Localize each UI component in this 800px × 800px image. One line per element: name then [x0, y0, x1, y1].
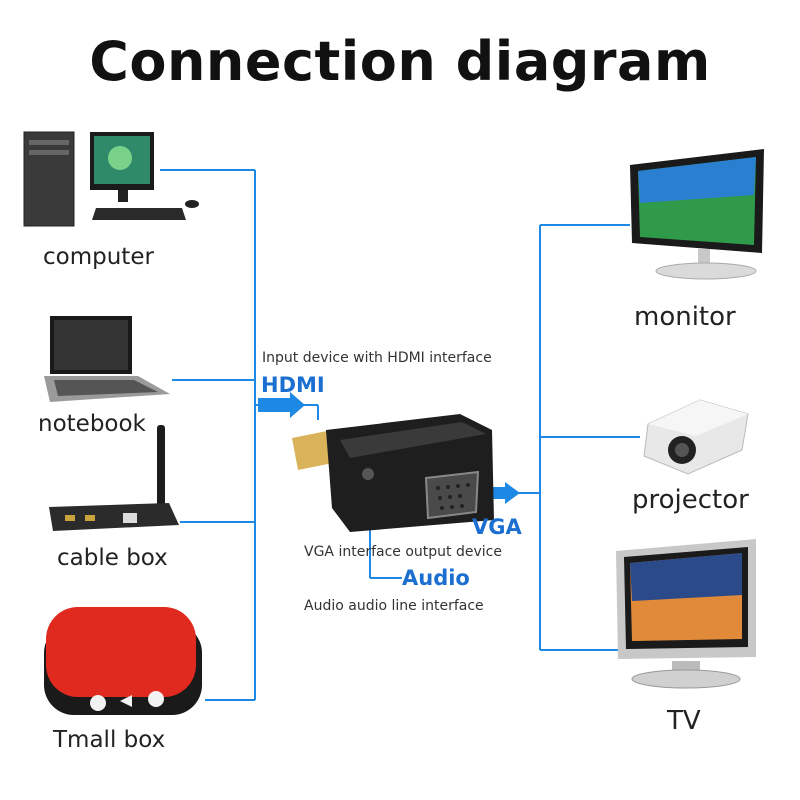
tmall-box-icon	[44, 607, 202, 715]
audio-caption: Audio audio line interface	[304, 598, 484, 614]
desktop-computer-icon	[23, 131, 199, 227]
hdmi-to-vga-adapter-icon	[292, 414, 494, 532]
cable-box-icon	[49, 425, 179, 531]
vga-label: VGA	[472, 515, 522, 539]
laptop-icon	[44, 316, 170, 402]
hdmi-label: HDMI	[261, 373, 325, 397]
hdmi-caption: Input device with HDMI interface	[262, 350, 492, 366]
computer-label: computer	[43, 244, 154, 270]
diagram-title: Connection diagram	[89, 30, 711, 93]
monitor-label: monitor	[634, 302, 736, 332]
notebook-label: notebook	[38, 411, 146, 437]
projector-icon	[643, 399, 749, 475]
tmall-box-label: Tmall box	[53, 727, 166, 753]
projector-label: projector	[632, 485, 749, 515]
tv-icon	[616, 539, 756, 689]
audio-label: Audio	[402, 566, 470, 590]
cable-box-label: cable box	[57, 545, 168, 571]
vga-caption: VGA interface output device	[304, 544, 502, 560]
monitor-icon	[630, 149, 764, 280]
tv-label: TV	[667, 706, 701, 736]
